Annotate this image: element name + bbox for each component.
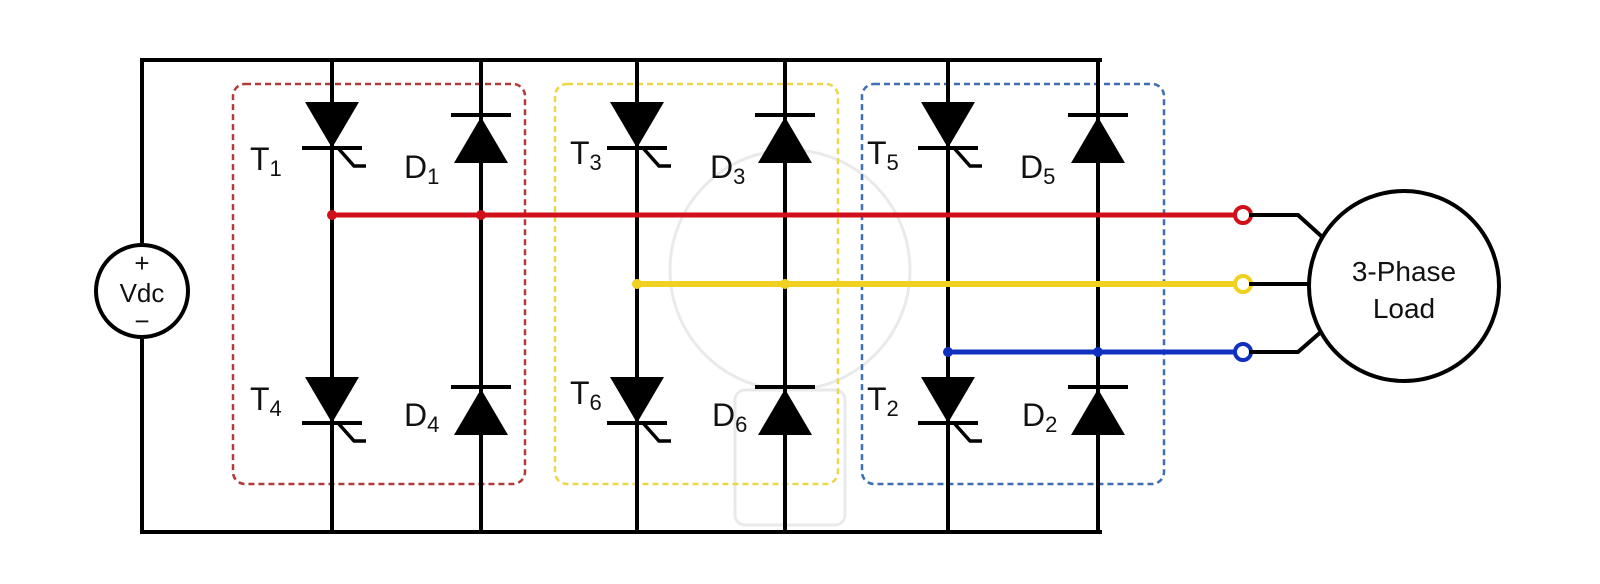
source-label: Vdc [120,278,165,308]
diode-d6 [753,385,817,437]
label-t4: T4 [250,381,282,421]
dc-source: + Vdc − [94,243,190,339]
diode-d1 [449,113,513,165]
diode-d2 [1066,385,1130,437]
phase-c-junction [943,347,953,357]
label-d4: D4 [404,397,439,437]
label-d3: D3 [710,149,745,189]
label-t2: T2 [867,381,899,421]
load-label-line2: Load [1373,293,1435,324]
phase-a-junction [327,210,337,220]
leg-group-1 [231,82,527,486]
source-plus: + [134,248,149,278]
label-d5: D5 [1020,149,1055,189]
phase-c-junction [1093,347,1103,357]
load-wire-a [1249,213,1333,247]
phase-b-junction [632,279,642,289]
watermark-bulb [668,148,912,527]
label-t6: T6 [570,375,602,415]
diode-d5 [1066,113,1130,165]
label-t5: T5 [867,135,899,175]
phase-b-junction [780,279,790,289]
label-t3: T3 [570,135,602,175]
load-label-line1: 3-Phase [1352,256,1456,287]
phase-c-terminal [1233,342,1253,362]
label-t1: T1 [250,141,282,181]
label-d1: D1 [404,149,439,189]
phase-a-terminal [1233,205,1253,225]
label-d6: D6 [712,397,747,437]
diode-d4 [449,385,513,437]
phase-b-terminal [1233,274,1253,294]
phase-a-junction [476,210,486,220]
three-phase-load: 3-Phase Load [1307,189,1501,383]
diode-d3 [753,113,817,165]
label-d2: D2 [1022,397,1057,437]
source-minus: − [134,306,149,336]
